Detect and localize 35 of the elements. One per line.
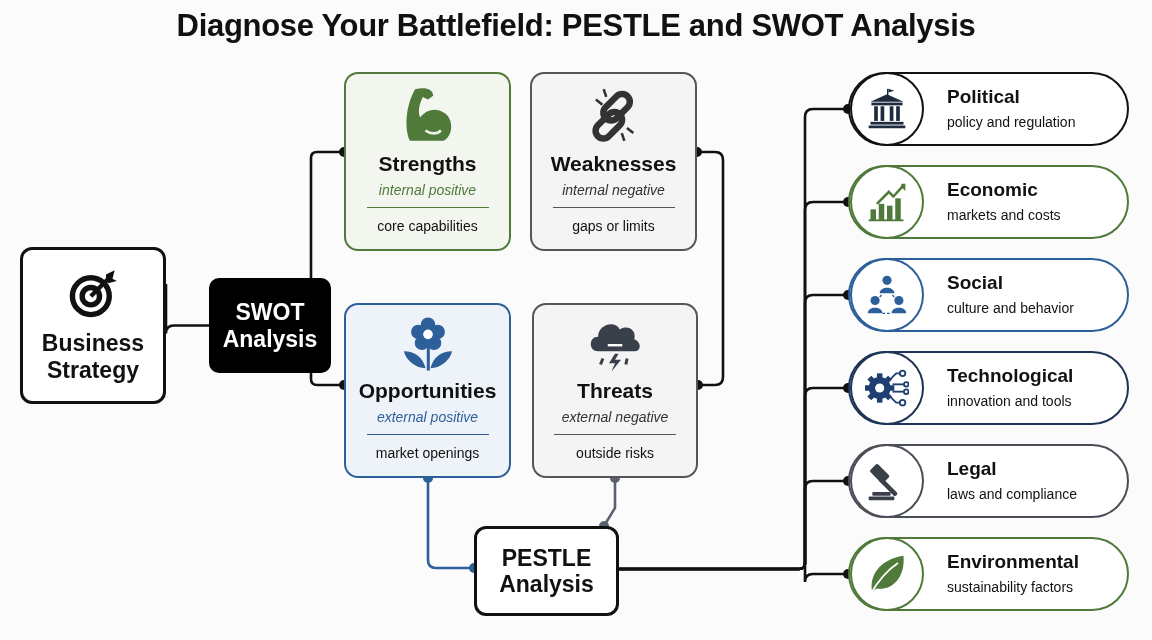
factor-description: culture and behavior: [947, 300, 1074, 316]
swot-box: [209, 278, 331, 373]
swot-card: [344, 72, 511, 251]
card-subtitle: external negative: [561, 409, 669, 425]
swot-card: [530, 72, 697, 251]
factor-title: Legal: [947, 458, 997, 480]
card-description: outside risks: [576, 445, 654, 461]
factor-title: Political: [947, 86, 1020, 108]
box-label: PESTLE Analysis: [498, 544, 595, 598]
factor-description: sustainability factors: [947, 579, 1074, 595]
factor-title: Technological: [947, 365, 1074, 387]
factor-title: Environmental: [947, 551, 1079, 573]
title: Diagnose Your Battlefield: PESTLE and SWOT Analysis: [175, 8, 977, 44]
factor-title: Economic: [947, 179, 1038, 201]
factor-description: laws and compliance: [947, 486, 1077, 502]
factor-description: markets and costs: [947, 207, 1061, 223]
card-heading: Opportunities: [358, 379, 497, 403]
card-description: core capabilities: [377, 218, 478, 234]
pestle-box: [474, 526, 619, 616]
swot-card: [532, 303, 698, 478]
swot-card: [344, 303, 511, 478]
box-label: Business Strategy: [40, 330, 146, 383]
factor-description: innovation and tools: [947, 393, 1072, 409]
card-heading: Strengths: [378, 152, 477, 176]
card-heading: Weaknesses: [550, 152, 677, 176]
card-heading: Threats: [577, 379, 653, 403]
factor-description: policy and regulation: [947, 114, 1076, 130]
factor-title: Social: [947, 272, 1003, 294]
card-description: gaps or limits: [572, 218, 655, 234]
card-subtitle: external positive: [376, 409, 479, 425]
card-subtitle: internal negative: [562, 182, 665, 198]
strategy-box: [20, 247, 166, 404]
box-label: SWOT Analysis: [221, 299, 319, 352]
card-subtitle: internal positive: [378, 182, 477, 198]
card-description: market openings: [375, 445, 480, 461]
